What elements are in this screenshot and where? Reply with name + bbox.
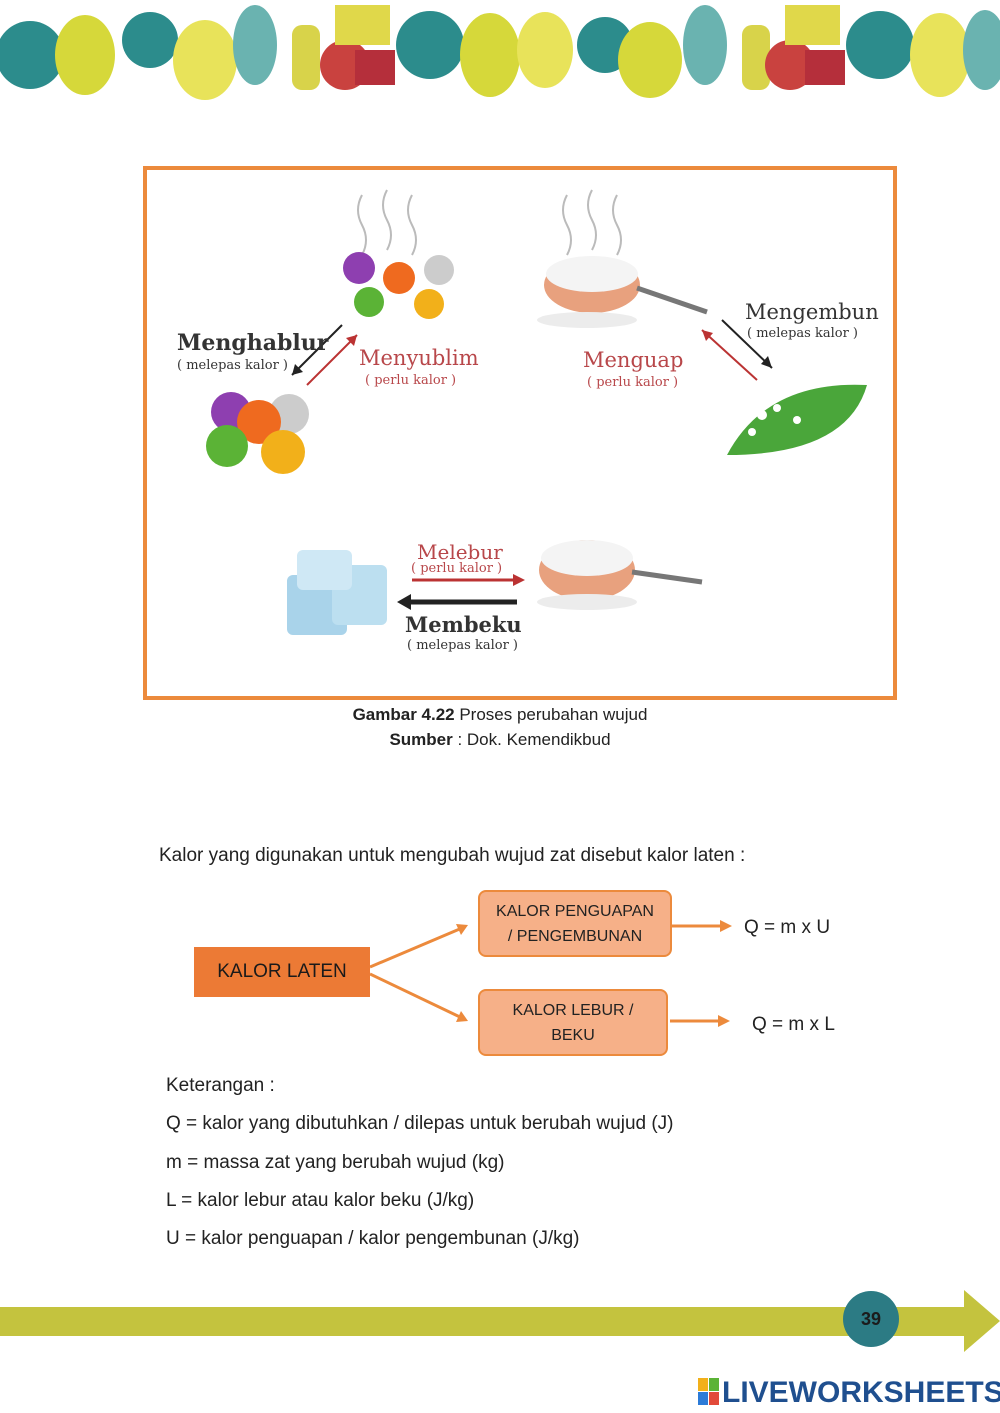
formula-lebur: Q = m x L bbox=[752, 1014, 835, 1036]
kalor-lebur-box: KALOR LEBUR / BEKU bbox=[478, 989, 668, 1056]
formula-penguapan: Q = m x U bbox=[744, 917, 830, 939]
figure-source: Sumber : Dok. Kemendikbud bbox=[0, 730, 1000, 750]
gas-particles-icon bbox=[343, 252, 454, 319]
note-melebur: ( perlu kalor ) bbox=[411, 561, 502, 576]
phase-change-figure: Menghablur ( melepas kalor ) Menyublim (… bbox=[143, 166, 897, 700]
note-mengembun: ( melepas kalor ) bbox=[747, 326, 858, 341]
caption-text: Proses perubahan wujud bbox=[455, 705, 648, 724]
arrow-to-lebur bbox=[370, 974, 462, 1018]
note-menyublim: ( perlu kalor ) bbox=[365, 373, 456, 388]
pan-icon bbox=[537, 256, 707, 328]
caption-number: Gambar 4.22 bbox=[353, 705, 455, 724]
kalor-laten-box: KALOR LATEN bbox=[194, 947, 370, 997]
page-number-badge: 39 bbox=[843, 1291, 899, 1347]
steam-icon bbox=[358, 190, 621, 255]
keterangan-item: U = kalor penguapan / kalor pengembunan … bbox=[166, 1228, 580, 1250]
leaf-pattern bbox=[0, 5, 1000, 100]
keterangan-item: L = kalor lebur atau kalor beku (J/kg) bbox=[166, 1190, 474, 1212]
arrow-to-penguapan bbox=[370, 928, 462, 967]
kalor-penguapan-box: KALOR PENGUAPAN / PENGEMBUNAN bbox=[478, 890, 672, 957]
leaf-icon bbox=[727, 385, 867, 455]
solid-particles-icon bbox=[206, 392, 309, 474]
keterangan-item: Q = kalor yang dibutuhkan / dilepas untu… bbox=[166, 1113, 674, 1135]
source-label: Sumber bbox=[389, 730, 452, 749]
note-menguap: ( perlu kalor ) bbox=[587, 375, 678, 390]
source-text: : Dok. Kemendikbud bbox=[453, 730, 611, 749]
note-menghablur: ( melepas kalor ) bbox=[177, 358, 288, 373]
liveworksheets-logo-icon bbox=[698, 1378, 720, 1406]
label-menghablur: Menghablur bbox=[177, 330, 328, 356]
label-mengembun: Mengembun bbox=[745, 300, 879, 324]
brand-wordmark[interactable]: LIVEWORKSHEETS bbox=[722, 1376, 1000, 1410]
label-menguap: Menguap bbox=[583, 348, 683, 372]
figure-caption: Gambar 4.22 Proses perubahan wujud bbox=[0, 705, 1000, 725]
pan-melt-icon bbox=[537, 540, 702, 610]
decorative-leaf-banner bbox=[0, 0, 1000, 110]
label-menyublim: Menyublim bbox=[359, 346, 479, 370]
keterangan-title: Keterangan : bbox=[166, 1075, 275, 1097]
note-membeku: ( melepas kalor ) bbox=[407, 638, 518, 653]
label-membeku: Membeku bbox=[405, 612, 522, 637]
keterangan-item: m = massa zat yang berubah wujud (kg) bbox=[166, 1152, 504, 1174]
ice-cubes-icon bbox=[287, 550, 387, 635]
intro-text: Kalor yang digunakan untuk mengubah wuju… bbox=[159, 845, 745, 867]
